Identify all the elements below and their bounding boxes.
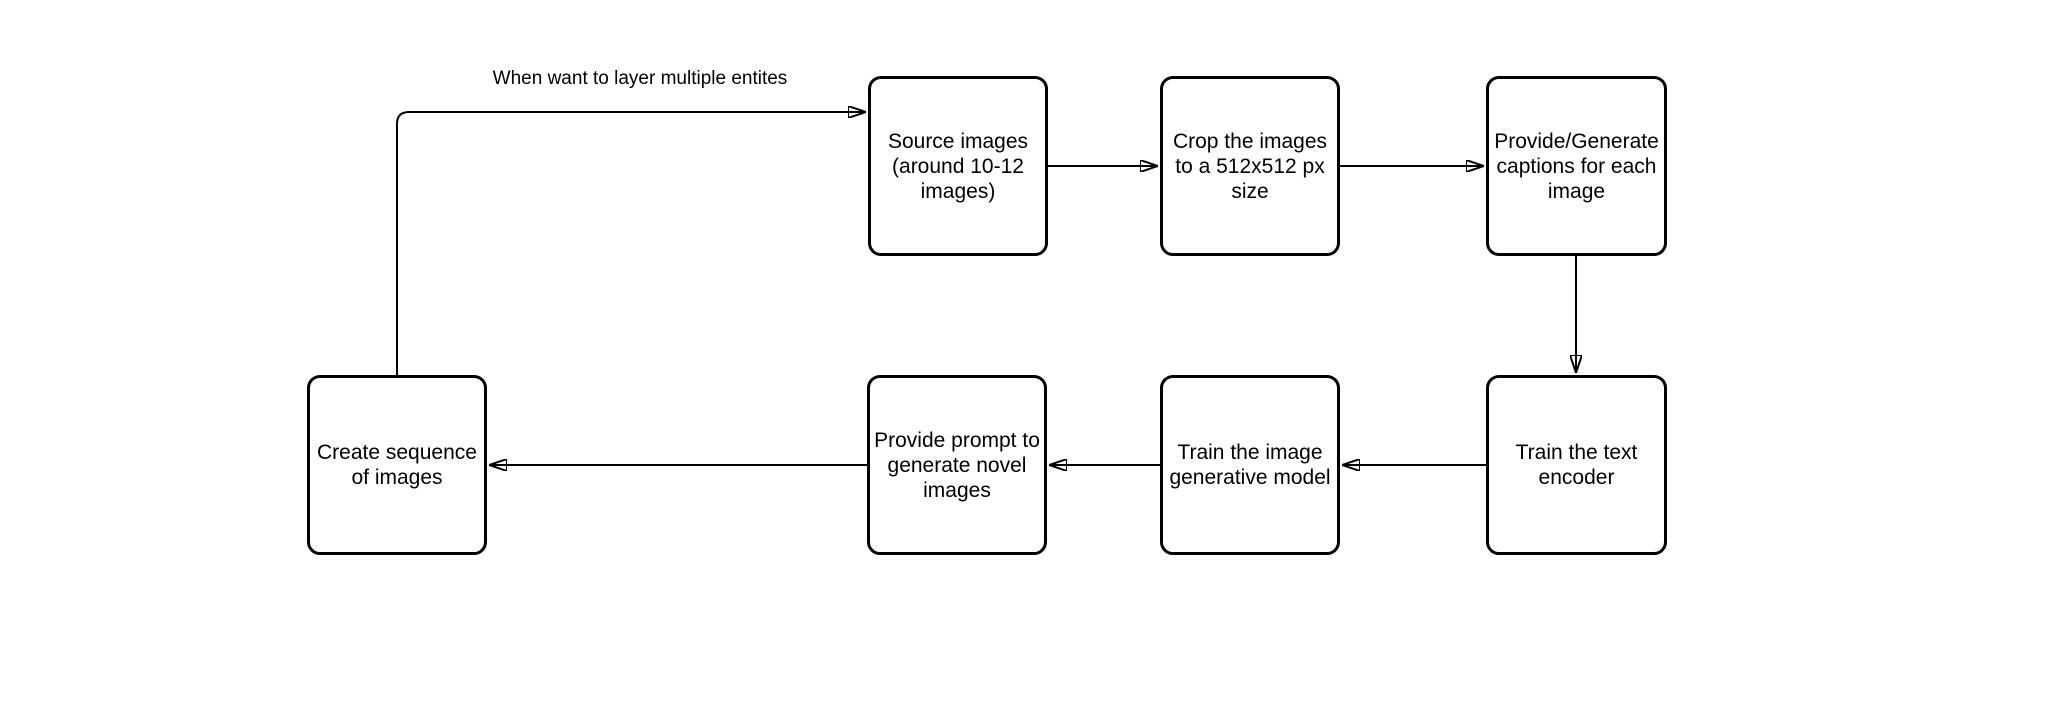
connector-create-sequence-to-source <box>396 112 865 375</box>
flow-node-create-sequence[interactable]: Create sequence of images <box>307 375 487 555</box>
edge-label-layer-multiple-entities: When want to layer multiple entites <box>492 68 788 89</box>
node-label: Create sequence of images <box>317 441 477 489</box>
node-label: Source images (around 10-12 images) <box>887 129 1029 203</box>
node-label: Provide prompt to generate novel images <box>874 428 1040 502</box>
flow-node-crop-images[interactable]: Crop the images to a 512x512 px size <box>1160 76 1340 256</box>
flow-node-generate-captions[interactable]: Provide/Generate captions for each image <box>1486 76 1667 256</box>
flow-node-provide-prompt[interactable]: Provide prompt to generate novel images <box>867 375 1047 555</box>
node-label: Provide/Generate captions for each image <box>1494 129 1659 203</box>
node-label: Train the image generative model <box>1169 441 1331 489</box>
node-label: Train the text encoder <box>1515 441 1638 489</box>
node-label: Crop the images to a 512x512 px size <box>1172 129 1328 203</box>
flow-node-train-text-encoder[interactable]: Train the text encoder <box>1486 375 1667 555</box>
flow-node-source-images[interactable]: Source images (around 10-12 images) <box>868 76 1048 256</box>
flow-node-train-image-model[interactable]: Train the image generative model <box>1160 375 1340 555</box>
